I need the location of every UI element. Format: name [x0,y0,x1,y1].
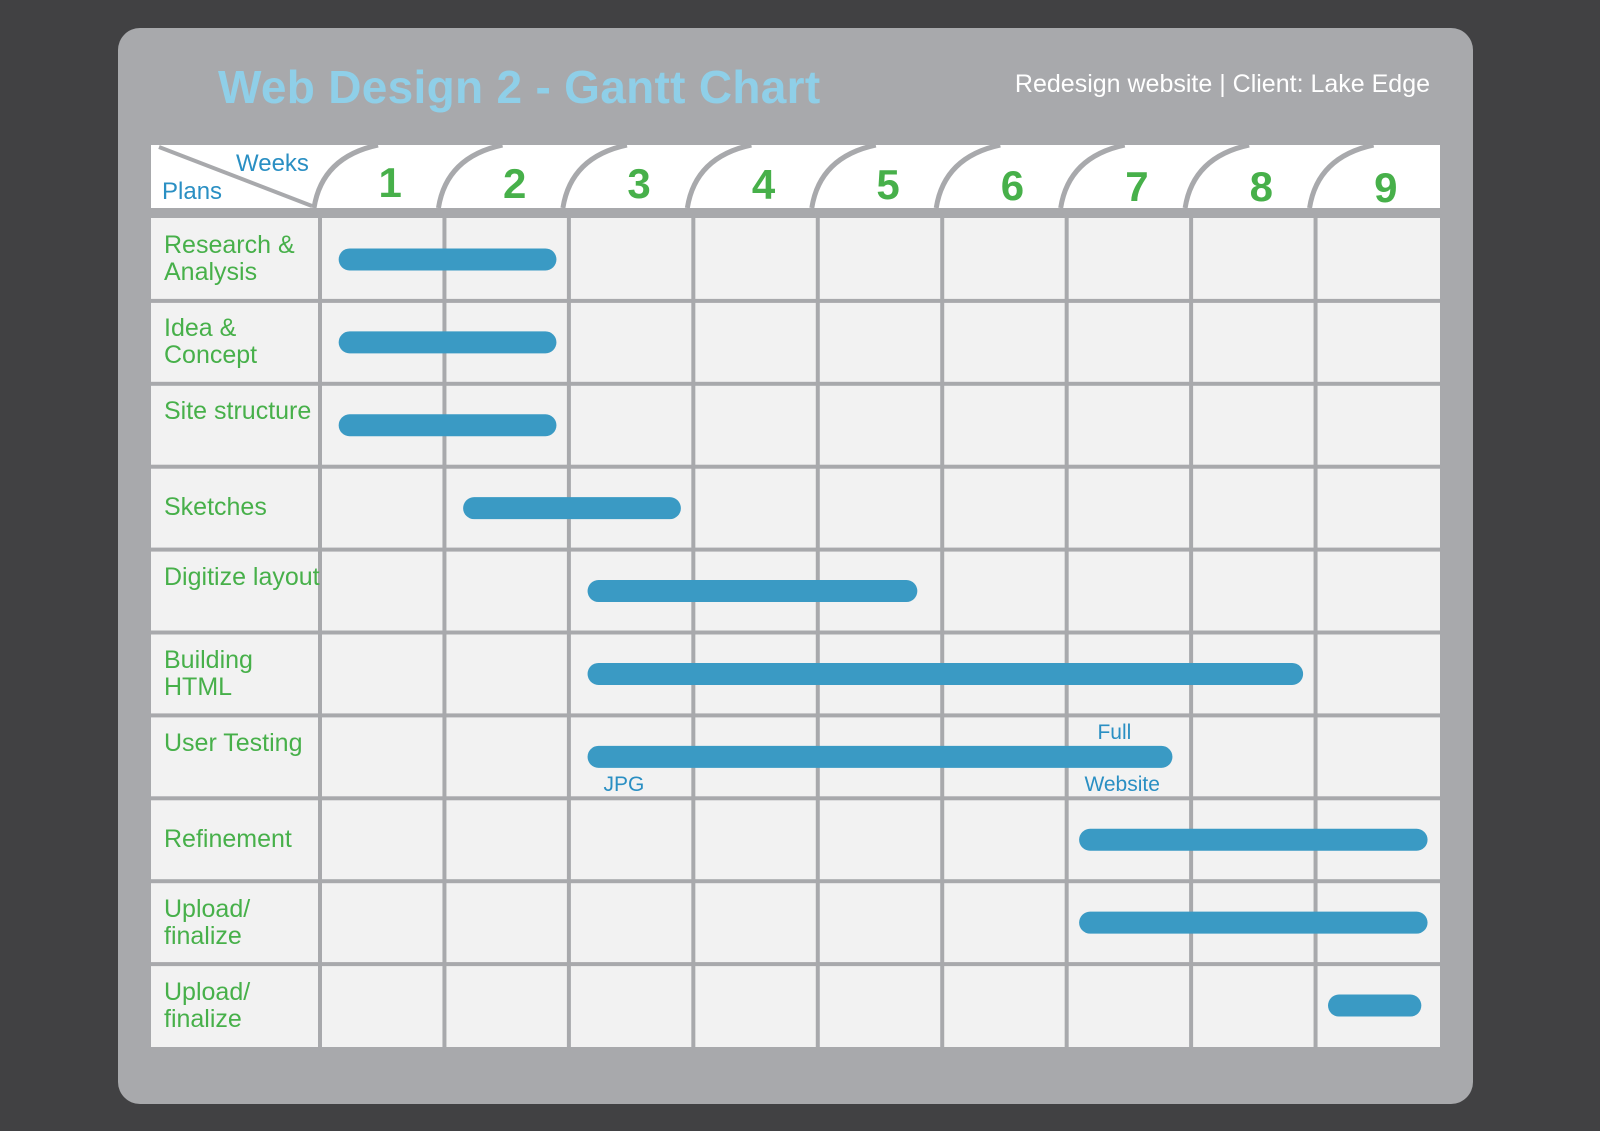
task-label: Building HTML [164,645,253,701]
header-week-separator [1058,142,1126,209]
task-bar [587,745,1173,768]
row-divider [151,464,1440,469]
week-number-6: 6 [1000,162,1025,209]
task-bar [587,580,918,603]
week-number-2: 2 [502,159,527,207]
row-divider [151,630,1440,635]
task-label: Digitize layout [164,563,320,592]
week-divider [442,218,447,1047]
task-bar [338,248,557,271]
row-divider [151,298,1440,303]
task-bar [1079,828,1428,851]
week-number-9: 9 [1374,163,1398,211]
week-divider [1064,218,1069,1047]
bar-end-annotation-bottom: Website [1084,772,1160,796]
chart-title: Web Design 2 - Gantt Chart [218,61,821,113]
task-bar [338,414,557,437]
week-number-7: 7 [1125,162,1149,210]
header-week-separator [1307,142,1375,209]
week-divider [691,218,696,1047]
week-divider [940,218,945,1047]
row-divider [151,713,1440,718]
header-divider [151,208,1440,218]
task-bar [1328,994,1422,1017]
row-divider [151,962,1440,967]
week-number-3: 3 [627,160,651,208]
weeks-axis-label: Weeks [236,150,309,177]
task-label: Upload/ finalize [164,894,251,950]
row-divider [151,879,1440,884]
header-week-separator [560,142,628,209]
task-label: Idea & Concept [164,314,258,370]
row-divider [151,547,1440,552]
week-number-5: 5 [876,161,900,209]
header-week-separator [1182,142,1250,209]
plans-axis-label: Plans [162,178,223,205]
bar-end-annotation-top: Full [1097,720,1132,744]
week-number-1: 1 [378,159,402,206]
week-divider [566,218,571,1047]
header-week-separator [933,142,1001,209]
task-label: Research & Analysis [164,231,295,287]
bar-start-annotation: JPG [603,772,645,796]
task-label: Sketches [164,493,267,522]
task-label: Site structure [164,397,312,426]
task-label: User Testing [164,728,303,757]
week-divider [318,218,322,1047]
task-bar [463,497,681,520]
task-bar [1079,911,1428,934]
week-divider [1313,218,1318,1047]
week-divider [815,218,820,1047]
row-divider [151,796,1440,801]
week-number-8: 8 [1249,163,1273,211]
week-number-4: 4 [751,160,776,208]
header-week-separator [435,142,503,209]
task-bar [338,331,557,354]
task-label: Upload/ finalize [164,977,251,1033]
row-divider [151,381,1440,386]
week-divider [1189,218,1194,1047]
task-bar [587,662,1304,685]
corner-diagonal [158,145,313,208]
header-week-separator [311,142,379,209]
header-week-separator [684,142,752,209]
task-label: Refinement [164,824,292,853]
header-week-separator [809,142,877,209]
chart-subtitle: Redesign website | Client: Lake Edge [1014,70,1430,98]
